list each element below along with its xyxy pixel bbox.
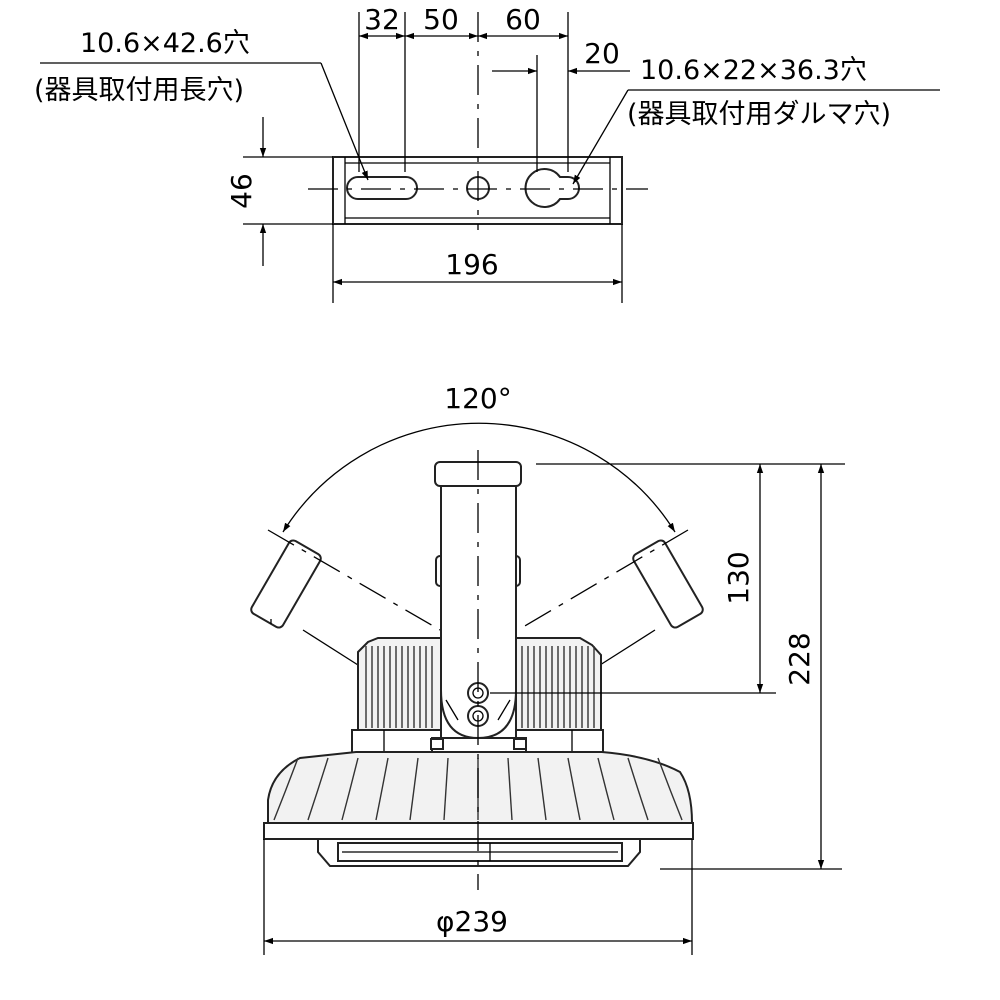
long-slot-hole bbox=[346, 176, 418, 200]
angle-limit-line-left-lower bbox=[302, 629, 359, 666]
dim-239-label: φ239 bbox=[436, 905, 508, 938]
keyhole-size-label: 10.6×22×36.3穴 bbox=[640, 55, 867, 86]
housing-fin bbox=[409, 757, 419, 821]
long-hole-note-label: (器具取付用長穴) bbox=[34, 75, 244, 106]
angle-limit-line-left bbox=[267, 529, 441, 631]
dim-196-label: 196 bbox=[445, 248, 498, 281]
housing-fin bbox=[307, 757, 329, 821]
dim-130-label: 130 bbox=[722, 551, 755, 604]
keyhole-leader bbox=[572, 89, 629, 185]
long-hole-leader bbox=[320, 62, 369, 181]
neck-nut-right bbox=[513, 738, 527, 750]
fixture-view: 120° bbox=[250, 382, 845, 955]
housing-fin bbox=[375, 757, 389, 821]
long-hole-size-label: 10.6×42.6穴 bbox=[80, 28, 250, 59]
angle-limit-line-right bbox=[517, 529, 689, 631]
dim-228-label: 228 bbox=[783, 632, 816, 685]
housing-fin bbox=[537, 757, 547, 821]
housing-fin bbox=[657, 757, 683, 821]
dim-50-label: 50 bbox=[423, 3, 459, 36]
housing-fin bbox=[443, 757, 449, 821]
dim-60-label: 60 bbox=[505, 3, 541, 36]
housing-fin bbox=[507, 757, 513, 821]
keyhole-hole bbox=[524, 168, 580, 208]
tilted-arm-left bbox=[250, 539, 322, 629]
dim-32-label: 32 bbox=[364, 3, 400, 36]
angle-limit-line-right-lower bbox=[599, 629, 656, 666]
housing-fin bbox=[627, 757, 649, 821]
bracket-view: 32 50 60 20 10.6×42.6穴 (器具取付用長穴) 10.6×22… bbox=[34, 3, 940, 303]
keyhole-note-label: (器具取付用ダルマ穴) bbox=[627, 99, 891, 130]
housing-fin bbox=[597, 757, 615, 821]
angle-label: 120° bbox=[444, 382, 511, 415]
housing-fin bbox=[273, 757, 299, 821]
housing-fin bbox=[567, 757, 581, 821]
dim-46-label: 46 bbox=[225, 173, 258, 209]
housing-fin bbox=[341, 757, 359, 821]
dim-20-label: 20 bbox=[584, 37, 620, 70]
tilted-arm-right bbox=[632, 539, 704, 629]
neck-nut-left bbox=[430, 738, 444, 750]
angle-arc bbox=[282, 422, 676, 533]
lamp-housing bbox=[263, 751, 694, 867]
